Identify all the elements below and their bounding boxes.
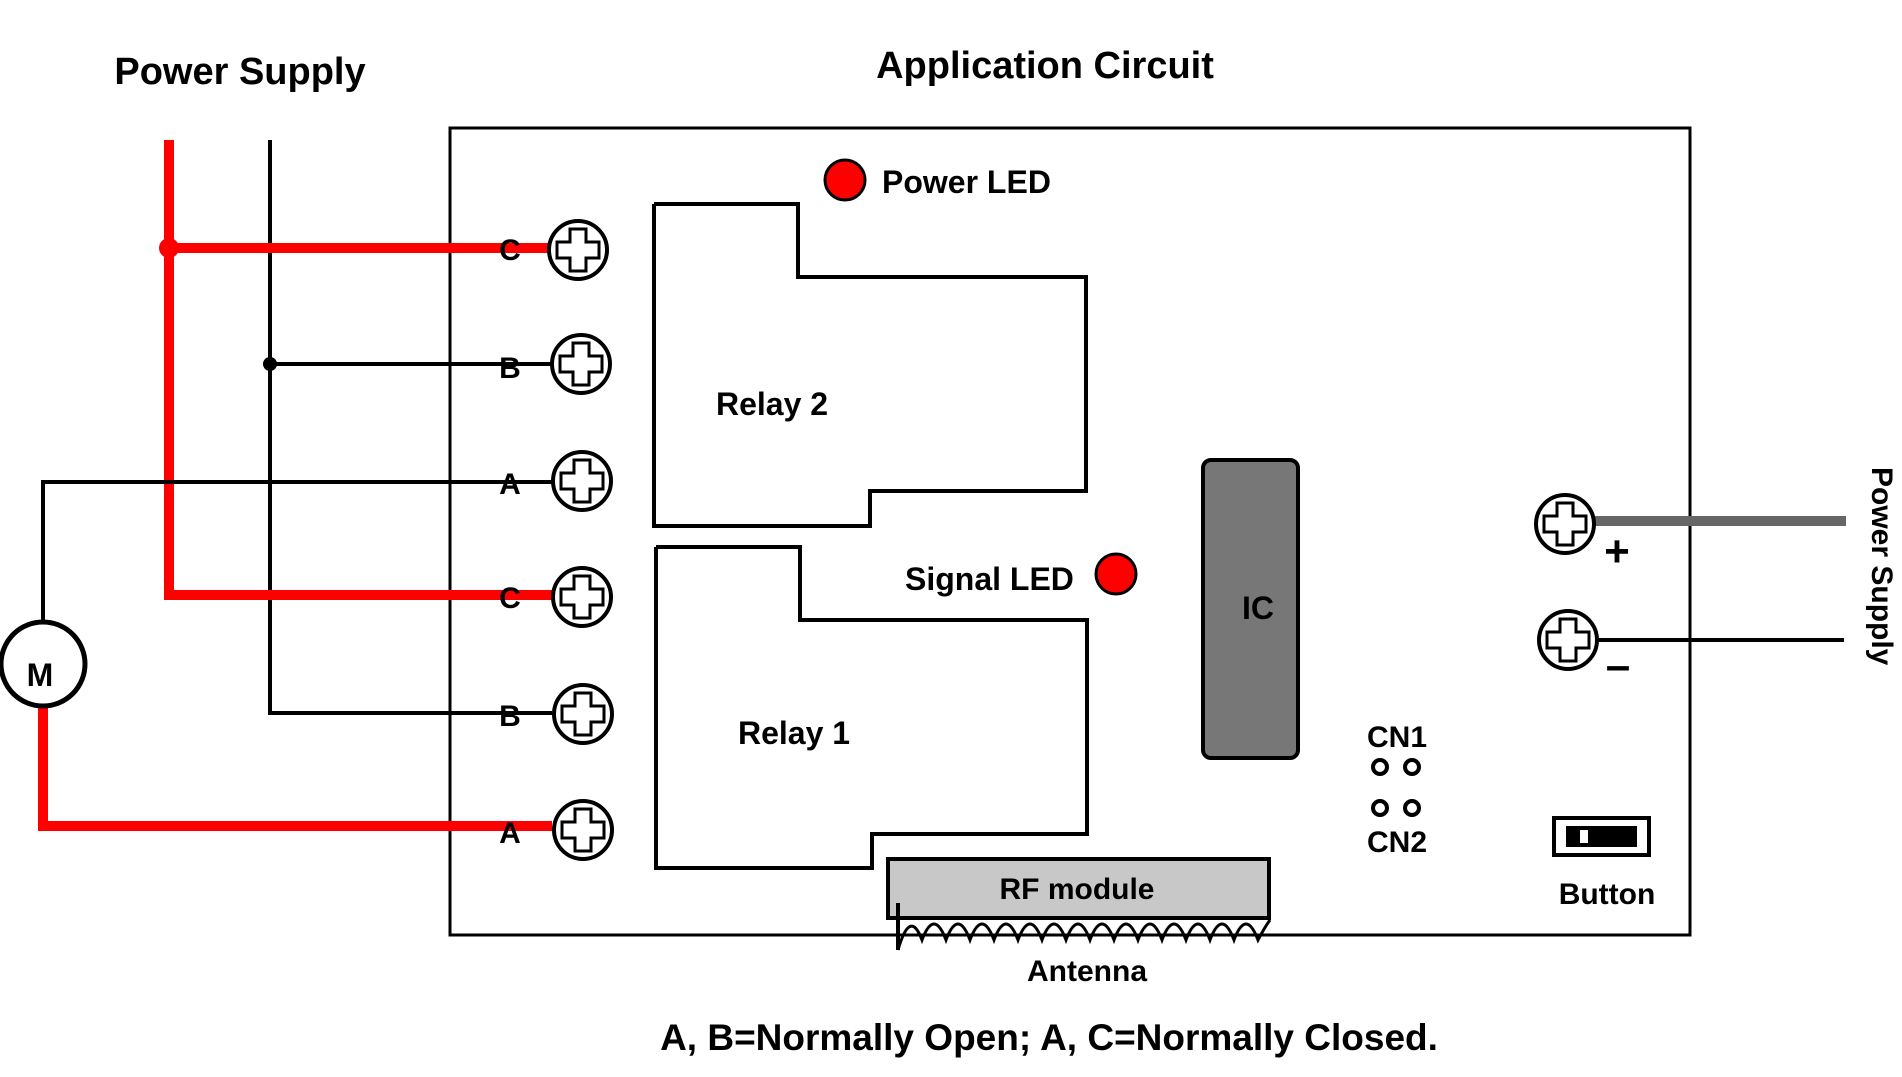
cn1-pin-2 <box>1403 758 1421 776</box>
terminal-screw-c2 <box>551 566 613 628</box>
terminal-screw-minus <box>1537 609 1599 671</box>
junction-live <box>159 238 179 258</box>
cn1-pin-1 <box>1371 758 1389 776</box>
relay-2 <box>652 202 1088 528</box>
relay-2-label: Relay 2 <box>716 386 828 422</box>
power-led-label: Power LED <box>882 164 1051 200</box>
cn1-label: CN1 <box>1367 721 1427 754</box>
minus-sign: – <box>1606 641 1630 690</box>
signal-led-label: Signal LED <box>905 561 1074 597</box>
button-switch-inner <box>1566 826 1637 847</box>
terminal-screw-plus <box>1534 493 1596 555</box>
wire-a1-motor <box>41 480 552 625</box>
relay-1 <box>654 545 1089 870</box>
ic-chip <box>1201 458 1300 760</box>
button-switch-notch <box>1580 830 1588 843</box>
diagram-title: Application Circuit <box>876 45 1214 87</box>
terminal-label-a2: A <box>499 817 521 850</box>
rf-module <box>886 857 1271 920</box>
wire-a2-motor <box>38 700 552 831</box>
cn2-pin-2 <box>1403 799 1421 817</box>
ic-label: IC <box>1242 590 1274 626</box>
terminal-label-b1: B <box>499 352 521 385</box>
cn2-pin-1 <box>1371 799 1389 817</box>
terminal-screw-b2 <box>552 683 614 745</box>
antenna-coil <box>896 919 1272 951</box>
terminal-label-c2: C <box>499 582 521 615</box>
terminal-screw-a1 <box>551 450 613 512</box>
board-outline <box>448 126 1692 937</box>
button-label: Button <box>1559 878 1656 911</box>
relay-1-label: Relay 1 <box>738 715 850 751</box>
motor-label: M <box>27 657 54 693</box>
terminal-label-b2: B <box>499 700 521 733</box>
terminal-screw-a2 <box>552 799 614 861</box>
terminal-screw-c1 <box>547 219 609 281</box>
signal-led <box>1094 552 1138 596</box>
terminal-label-a1: A <box>499 468 521 501</box>
plus-sign: + <box>1604 527 1630 576</box>
rf-module-label: RF module <box>1000 873 1155 906</box>
junction-neutral <box>263 357 277 371</box>
power-supply-right-label: Power Supply <box>1865 467 1898 666</box>
cn2-label: CN2 <box>1367 826 1427 859</box>
terminal-screw-b1 <box>550 333 612 395</box>
antenna-label: Antenna <box>1027 955 1147 988</box>
power-led <box>823 158 867 202</box>
caption: A, B=Normally Open; A, C=Normally Closed… <box>660 1017 1438 1058</box>
power-supply-left-label: Power Supply <box>114 51 365 93</box>
terminal-label-c1: C <box>499 234 521 267</box>
motor <box>0 619 88 709</box>
